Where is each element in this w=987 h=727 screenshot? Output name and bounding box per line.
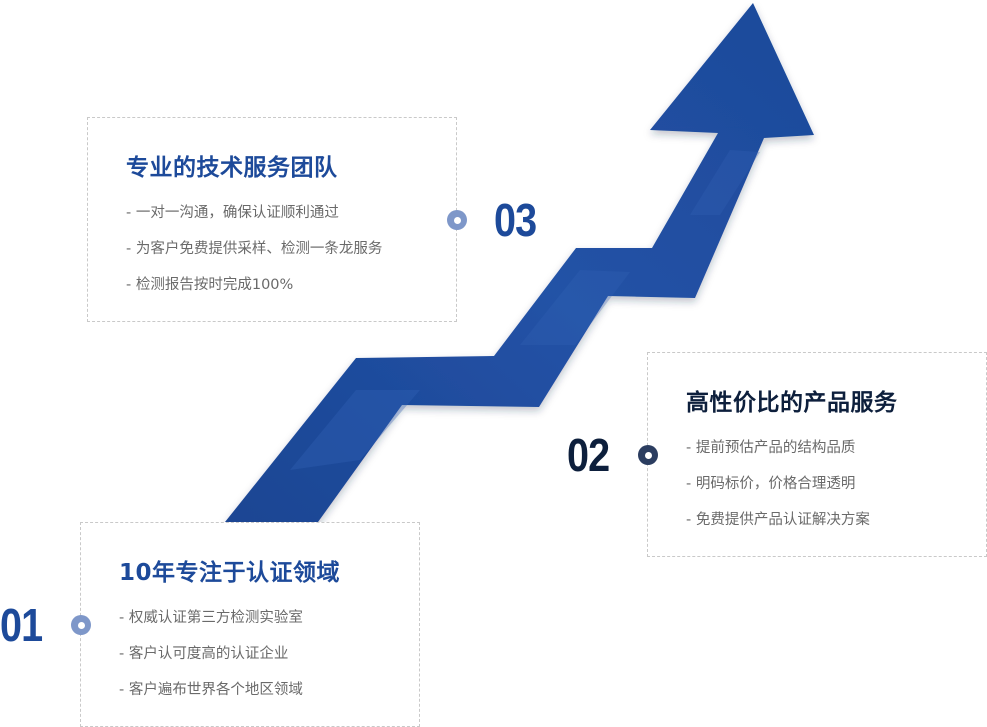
step-02-list: - 提前预估产品的结构品质 - 明码标价，价格合理透明 - 免费提供产品认证解决… xyxy=(686,430,870,538)
arrow-highlight xyxy=(520,270,630,345)
list-item: - 明码标价，价格合理透明 xyxy=(686,476,856,492)
list-item: - 客户遍布世界各个地区领域 xyxy=(119,682,303,698)
list-item: - 一对一沟通，确保认证顺利通过 xyxy=(126,205,339,221)
step-02-card: 高性价比的产品服务 - 提前预估产品的结构品质 - 明码标价，价格合理透明 - … xyxy=(647,352,987,557)
step-03-list: - 一对一沟通，确保认证顺利通过 - 为客户免费提供采样、检测一条龙服务 - 检… xyxy=(126,195,382,303)
step-01-title: 10年专注于认证领域 xyxy=(119,560,341,586)
list-item: - 权威认证第三方检测实验室 xyxy=(119,610,303,626)
step-02-title: 高性价比的产品服务 xyxy=(686,390,898,416)
step-03-number: 03 xyxy=(494,194,537,246)
step-02-dot xyxy=(638,445,658,465)
arrow-highlight xyxy=(290,390,420,470)
step-01-list: - 权威认证第三方检测实验室 - 客户认可度高的认证企业 - 客户遍布世界各个地… xyxy=(119,600,303,708)
arrow-body xyxy=(225,3,814,522)
step-03-card: 专业的技术服务团队 - 一对一沟通，确保认证顺利通过 - 为客户免费提供采样、检… xyxy=(87,117,457,322)
step-02-number: 02 xyxy=(567,429,610,481)
list-item: - 提前预估产品的结构品质 xyxy=(686,440,856,456)
step-01-number: 01 xyxy=(0,599,43,651)
step-03-dot xyxy=(447,210,467,230)
list-item: - 免费提供产品认证解决方案 xyxy=(686,512,870,528)
arrow-highlight xyxy=(690,150,760,215)
list-item: - 客户认可度高的认证企业 xyxy=(119,646,289,662)
list-item: - 为客户免费提供采样、检测一条龙服务 xyxy=(126,241,383,257)
list-item: - 检测报告按时完成100% xyxy=(126,277,294,293)
step-01-dot xyxy=(71,615,91,635)
step-01-card: 10年专注于认证领域 - 权威认证第三方检测实验室 - 客户认可度高的认证企业 … xyxy=(80,522,420,727)
step-03-title: 专业的技术服务团队 xyxy=(126,155,338,181)
